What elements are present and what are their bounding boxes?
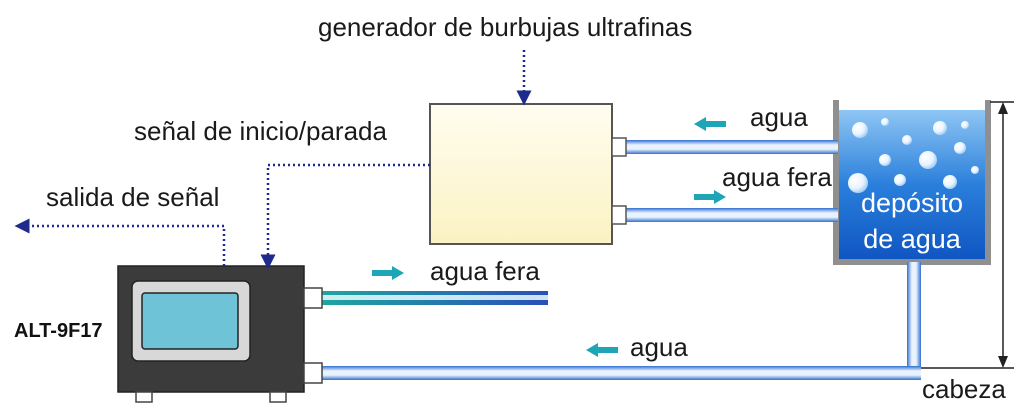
pipe-device-outlet-shine xyxy=(322,295,548,300)
signal-lines xyxy=(14,50,532,270)
generator-label: generador de burbujas ultrafinas xyxy=(318,12,693,42)
dotted-arrow-icon xyxy=(14,218,226,266)
bubble xyxy=(902,135,912,145)
head-dimension xyxy=(920,101,1014,369)
bubble xyxy=(852,122,868,138)
bubble xyxy=(943,175,957,189)
device-foot-right xyxy=(269,391,287,403)
teal-arrow-icon xyxy=(694,190,726,204)
start-stop-label: señal de inicio/parada xyxy=(134,116,387,146)
bubble xyxy=(881,118,889,126)
device-foot-left xyxy=(135,391,153,403)
teal-arrow-icon xyxy=(694,117,726,131)
bubble xyxy=(933,121,947,135)
dotted-arrow-icon xyxy=(260,163,430,270)
pipe-top-outlet xyxy=(626,208,838,222)
bubble-icon xyxy=(848,118,979,193)
device-port-top xyxy=(303,287,323,309)
bubble xyxy=(848,173,868,193)
bubble xyxy=(954,142,966,154)
water-in-top-label: agua xyxy=(750,102,808,132)
flow-arrows xyxy=(372,117,726,357)
head-arrow-top xyxy=(998,102,1008,114)
pipe-vertical xyxy=(907,262,921,372)
bubble xyxy=(879,154,891,166)
alt-device xyxy=(117,265,323,403)
pipe-top-inlet xyxy=(626,140,838,154)
teal-arrow-icon xyxy=(586,343,618,357)
teal-arrow-icon xyxy=(372,266,404,280)
model-label: ALT-9F17 xyxy=(14,320,103,342)
head-label: cabeza xyxy=(922,374,1006,404)
generator-port-bottom xyxy=(611,205,627,225)
bubble-generator xyxy=(429,103,627,245)
bubble xyxy=(919,151,937,169)
pipes xyxy=(322,140,921,380)
water-out-bottom-label: agua fera xyxy=(430,256,540,286)
water-tank xyxy=(833,100,991,265)
device-screen xyxy=(141,292,239,350)
generator-box xyxy=(429,103,613,245)
tank-label-line2: de agua xyxy=(863,224,961,254)
water-out-top-label: agua fera xyxy=(722,162,832,192)
device-port-bottom xyxy=(303,362,323,384)
signal-output-label: salida de señal xyxy=(46,182,220,212)
bubble xyxy=(971,166,979,174)
head-arrow-bottom xyxy=(998,356,1008,368)
bubble xyxy=(961,121,969,129)
bubble xyxy=(894,174,906,186)
tank-label-line1: depósito xyxy=(860,188,964,218)
generator-port-top xyxy=(611,137,627,157)
pipe-bottom-return xyxy=(322,366,921,380)
water-in-bottom-label: agua xyxy=(630,332,688,362)
